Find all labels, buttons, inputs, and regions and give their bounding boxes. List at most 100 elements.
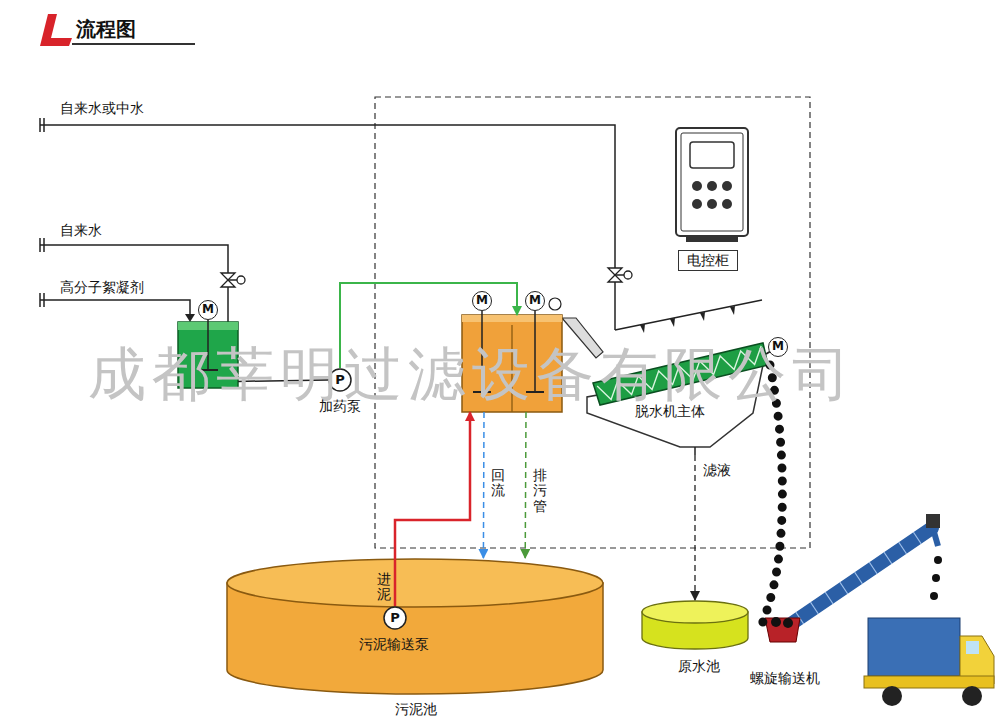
mixer-shaft — [481, 311, 483, 392]
drain-line — [524, 412, 526, 558]
sludge-pool: 污泥池P污泥输送泵 — [225, 558, 605, 695]
flow-arrowhead — [185, 314, 195, 322]
water-pipe — [40, 125, 615, 330]
truck-wheel — [962, 686, 982, 706]
cabinet-door — [681, 133, 743, 231]
motor-label: M — [198, 300, 218, 320]
screw-conveyor-outline — [760, 510, 940, 660]
raw-water-surface — [642, 601, 748, 623]
conveyor-hopper — [765, 618, 800, 642]
screw-flight — [597, 346, 761, 400]
pump-name: 污泥输送泵 — [359, 636, 429, 653]
valve-handle — [624, 271, 632, 279]
conveyor-name: 螺旋输送机 — [750, 670, 820, 687]
flocculant-pipe — [40, 300, 190, 314]
pipe-connector — [238, 380, 328, 381]
spray-nozzle — [730, 306, 735, 315]
pump-symbol — [384, 607, 406, 629]
sludge-cake — [783, 618, 793, 628]
dosing-line — [340, 283, 517, 368]
screw-stripe — [855, 572, 863, 584]
truck — [864, 556, 994, 706]
valve-symbol — [221, 273, 235, 280]
pipe-label: 高分子絮凝剂 — [60, 279, 144, 296]
edge-label: 进泥 — [377, 572, 391, 603]
water-pipe — [40, 245, 228, 322]
valve-symbol — [608, 268, 622, 275]
truck-window — [966, 641, 979, 654]
cabinet-button — [692, 199, 702, 209]
truck-wheel — [882, 686, 902, 706]
spray-nozzles — [640, 306, 735, 333]
screw-stripe — [899, 542, 907, 554]
pipe-label: 自来水或中水 — [60, 100, 144, 117]
filtrate-line — [694, 455, 695, 600]
dewatering-cylinder — [593, 343, 768, 405]
pump-symbol — [329, 369, 351, 391]
mixer-shaft — [207, 320, 209, 370]
pump-label: P — [328, 368, 352, 392]
watermark: 成都莘明过滤设备有限公司 — [88, 340, 856, 410]
truck-chassis — [864, 676, 994, 688]
pool-name: 污泥池 — [395, 701, 437, 718]
sludge-pump: P污泥输送泵 — [383, 606, 407, 630]
cabinet-button — [707, 199, 717, 209]
screw-stripe — [913, 532, 921, 544]
spray-nozzle — [670, 318, 675, 327]
conveyor-spout — [934, 532, 938, 546]
valve-handle — [237, 276, 245, 284]
pump-label: P — [383, 606, 407, 630]
cabinet-screen — [690, 142, 734, 168]
screw-stripe — [825, 592, 833, 604]
sludge-cake — [934, 556, 942, 564]
sludge-pool-surface — [227, 559, 603, 607]
spray-bar — [615, 300, 762, 330]
pump-name: 加药泵 — [319, 398, 361, 415]
screw-stripe — [869, 562, 877, 574]
conveyor-motor — [926, 514, 940, 528]
pipe-end — [39, 118, 41, 132]
machine-name: 脱水机主体 — [635, 403, 705, 420]
sludge-cake — [930, 592, 938, 600]
mixer-blade — [198, 369, 218, 371]
pipe-end — [39, 238, 41, 252]
cabinet-body — [676, 128, 748, 236]
pipe-label: 自来水 — [60, 222, 102, 239]
equipment-boundary — [375, 97, 810, 548]
sludge-pool-outline — [225, 558, 605, 695]
pipe-end — [43, 238, 45, 252]
screw-stripe — [884, 552, 892, 564]
cabinet-button — [722, 181, 732, 191]
title-rule — [72, 43, 195, 45]
tank-top — [462, 315, 562, 322]
truck-box — [868, 618, 960, 676]
valve-symbol — [608, 275, 622, 282]
motor-label: M — [768, 337, 788, 357]
valves — [221, 268, 632, 287]
raw-water-pool-outline — [640, 600, 750, 650]
return-line — [483, 412, 485, 558]
logo-mark — [40, 14, 72, 46]
mixer-blade — [526, 391, 544, 393]
screw-stripe — [810, 602, 818, 614]
edge-label: 回流 — [491, 468, 505, 499]
spray-nozzle — [640, 324, 645, 333]
diagram-title: 流程图 — [76, 17, 136, 41]
raw-water-pool: 原水池 — [640, 600, 750, 650]
spray-nozzle — [700, 312, 705, 321]
mixer-shaft — [534, 311, 536, 392]
sludge-cake-path — [760, 365, 782, 630]
cabinet-button — [692, 181, 702, 191]
tank-divider — [511, 325, 512, 412]
outlet-pipe — [694, 447, 696, 455]
dosing-pump: P加药泵 — [328, 368, 352, 392]
pipe-end — [39, 293, 41, 307]
valve-symbol — [221, 280, 235, 287]
motor-label: M — [525, 291, 545, 311]
conveyor-tube — [785, 528, 932, 628]
cabinet-label: 电控柜 — [678, 250, 738, 271]
cabinet-base — [686, 236, 738, 242]
edge-label: 滤液 — [703, 462, 731, 479]
pool-name: 原水池 — [678, 658, 720, 675]
sludge-feed-line — [395, 412, 470, 606]
